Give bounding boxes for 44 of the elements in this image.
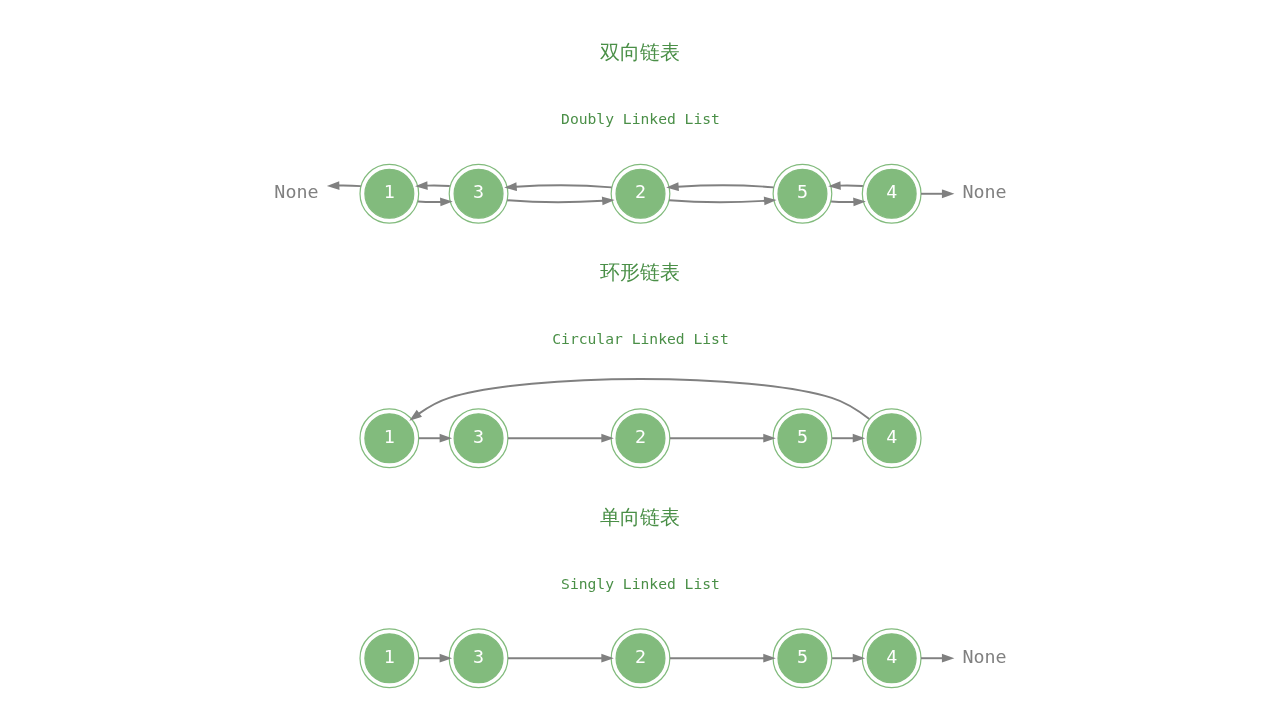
arrow	[416, 197, 453, 207]
node-circle: 3	[448, 408, 508, 469]
label: Circular Linked List	[551, 330, 729, 348]
node-circle: 1	[358, 628, 419, 689]
label: Singly Linked List	[560, 574, 720, 592]
arrow	[414, 181, 451, 190]
arrow	[827, 181, 864, 190]
arrow	[667, 196, 777, 206]
arrow	[408, 378, 870, 421]
node-circle: 1	[358, 163, 419, 224]
node-circle: 4	[861, 408, 922, 469]
node-text: None	[961, 181, 1007, 203]
node-circle: 2	[610, 163, 670, 224]
arrow	[830, 653, 865, 663]
node-circle: 1	[358, 408, 419, 469]
node-circle: 3	[448, 628, 508, 689]
arrow	[919, 653, 954, 663]
arrow	[830, 433, 865, 443]
node-circle: 5	[772, 408, 832, 469]
arrow	[417, 653, 452, 663]
node-circle: 4	[861, 628, 922, 689]
node-circle: 5	[772, 628, 832, 689]
node-circle: 2	[610, 408, 670, 469]
arrow	[668, 653, 776, 663]
node-text: None	[273, 181, 319, 203]
arrow	[506, 653, 614, 663]
arrow	[326, 181, 362, 190]
arrow	[665, 182, 775, 192]
node-circle: 5	[772, 163, 832, 224]
arrow	[506, 433, 614, 443]
arrow	[505, 196, 615, 206]
arrow	[668, 433, 776, 443]
label: 环形链表	[600, 261, 680, 285]
label: Doubly Linked List	[560, 110, 720, 128]
node-circle: 2	[610, 628, 670, 689]
label: 双向链表	[600, 41, 680, 65]
arrow	[503, 182, 613, 192]
node-circle: 4	[861, 163, 922, 224]
node-text: None	[961, 645, 1007, 667]
node-circle: 3	[448, 163, 508, 224]
label: 单向链表	[600, 505, 680, 529]
arrow	[829, 197, 866, 207]
arrow	[417, 433, 452, 443]
arrow	[919, 189, 954, 199]
